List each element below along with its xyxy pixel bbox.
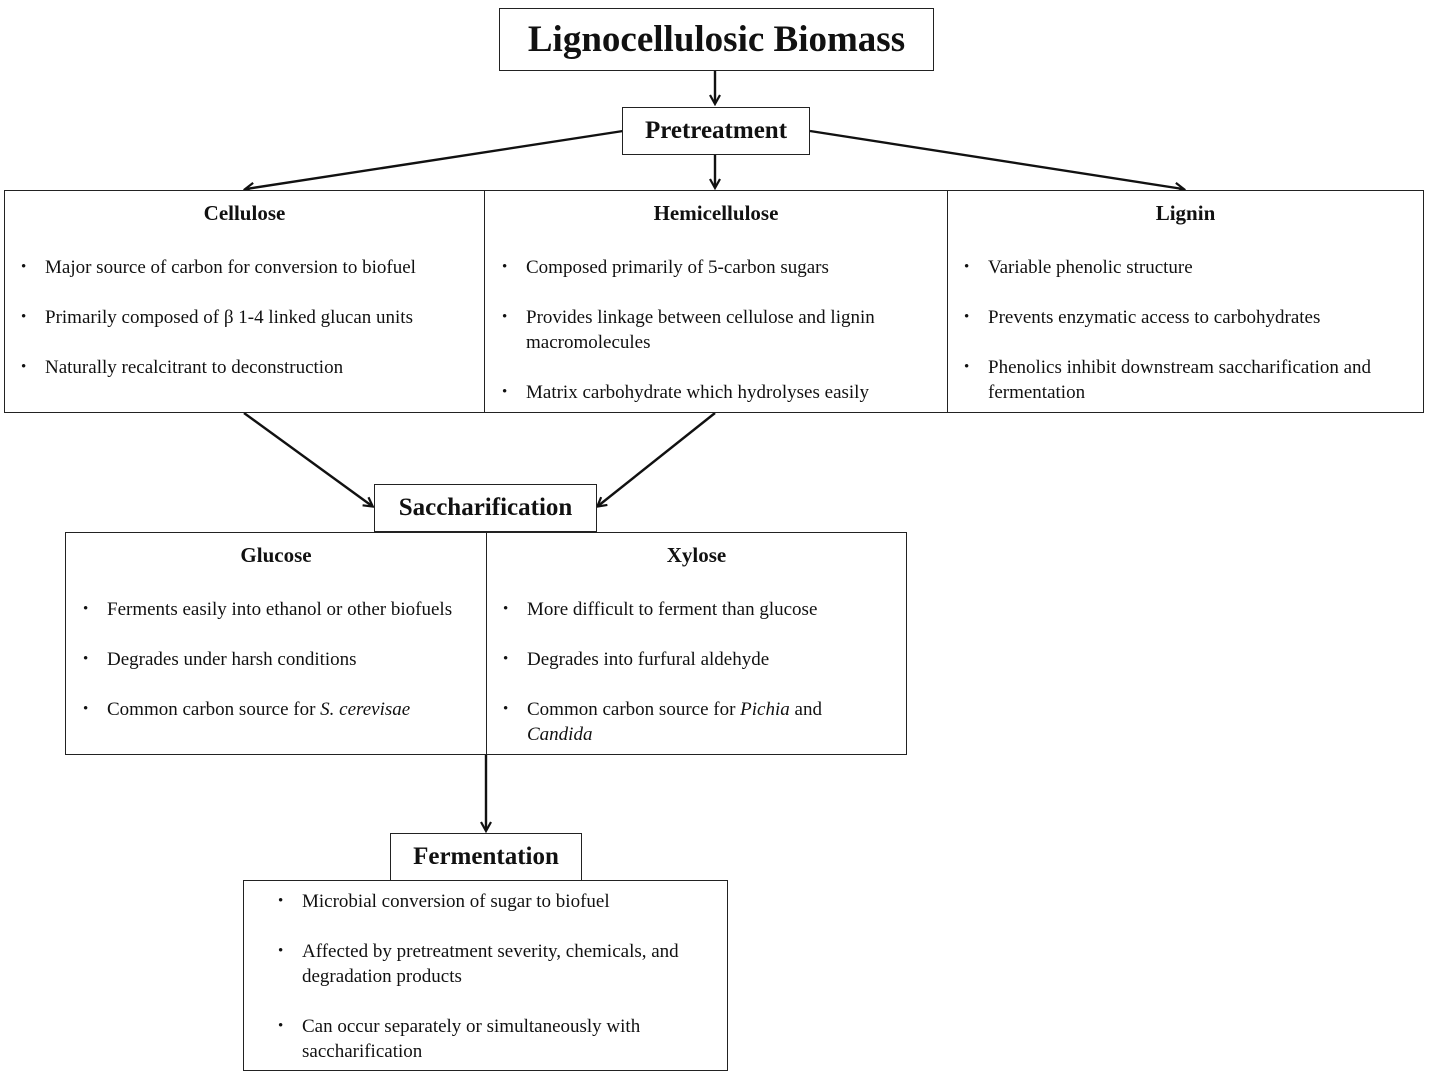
biomass-title: Lignocellulosic Biomass: [527, 19, 906, 60]
xylose-bullets: More difficult to ferment than glucose D…: [503, 597, 889, 772]
hemicellulose-heading: Hemicellulose: [653, 201, 779, 225]
bullet-item: Microbial conversion of sugar to biofuel: [278, 889, 702, 914]
bullet-text: and: [789, 699, 822, 720]
saccharification-label: Saccharification: [398, 494, 573, 521]
fermentation-label: Fermentation: [413, 843, 559, 870]
biomass-box: Lignocellulosic Biomass: [499, 8, 934, 71]
saccharification-box: Saccharification: [374, 484, 597, 532]
bullet-item: Degrades under harsh conditions: [83, 647, 457, 672]
hemicellulose-panel: Hemicellulose Composed primarily of 5-ca…: [484, 190, 948, 413]
hemicellulose-bullets: Composed primarily of 5-carbon sugars Pr…: [502, 255, 931, 430]
lignin-panel: Lignin Variable phenolic structure Preve…: [947, 190, 1424, 413]
lignin-heading: Lignin: [1155, 201, 1216, 225]
bullet-item: Provides linkage between cellulose and l…: [502, 305, 931, 355]
bullet-item: Prevents enzymatic access to carbohydrat…: [964, 305, 1413, 330]
arrow-hemicellulose-to-saccharification: [598, 412, 716, 506]
glucose-bullets: Ferments easily into ethanol or other bi…: [83, 597, 457, 747]
pretreatment-box: Pretreatment: [622, 107, 810, 155]
bullet-item: Can occur separately or simultaneously w…: [278, 1014, 702, 1064]
fermentation-box: Fermentation: [390, 833, 582, 881]
bullet-item: Common carbon source for S. cerevisae: [83, 697, 457, 722]
glucose-panel: Glucose Ferments easily into ethanol or …: [65, 532, 487, 755]
glucose-heading: Glucose: [240, 543, 312, 567]
xylose-panel: Xylose More difficult to ferment than gl…: [486, 532, 907, 755]
bullet-item: Ferments easily into ethanol or other bi…: [83, 597, 457, 622]
arrow-pretreatment-to-cellulose: [246, 129, 624, 189]
bullet-item: Matrix carbohydrate which hydrolyses eas…: [502, 380, 931, 405]
fermentation-bullets: Microbial conversion of sugar to biofuel…: [278, 889, 702, 1089]
bullet-item: More difficult to ferment than glucose: [503, 597, 889, 622]
bullet-item: Major source of carbon for conversion to…: [21, 255, 475, 280]
bullet-item: Variable phenolic structure: [964, 255, 1413, 280]
bullet-text: Common carbon source for: [527, 699, 741, 720]
cellulose-heading: Cellulose: [203, 201, 286, 225]
cellulose-bullets: Major source of carbon for conversion to…: [21, 255, 475, 405]
fermentation-panel: Microbial conversion of sugar to biofuel…: [243, 880, 728, 1071]
bullet-item: Degrades into furfural aldehyde: [503, 647, 889, 672]
pretreatment-label: Pretreatment: [644, 117, 788, 144]
genus-name: Candida: [527, 724, 593, 745]
cellulose-panel: Cellulose Major source of carbon for con…: [4, 190, 485, 413]
bullet-item: Phenolics inhibit downstream saccharific…: [964, 355, 1413, 405]
species-name: S. cerevisae: [320, 699, 411, 720]
bullet-text: Common carbon source for: [107, 699, 321, 720]
bullet-item: Affected by pretreatment severity, chemi…: [278, 939, 702, 989]
bullet-item: Composed primarily of 5-carbon sugars: [502, 255, 931, 280]
bullet-item: Primarily composed of β 1-4 linked gluca…: [21, 305, 475, 330]
bullet-item: Common carbon source for Pichia and Cand…: [503, 697, 889, 747]
bullet-item: Naturally recalcitrant to deconstruction: [21, 355, 475, 380]
lignin-bullets: Variable phenolic structure Prevents enz…: [964, 255, 1413, 430]
xylose-heading: Xylose: [666, 543, 727, 567]
arrow-cellulose-to-saccharification: [243, 412, 372, 506]
arrow-pretreatment-to-lignin: [809, 129, 1183, 189]
genus-name: Pichia: [740, 699, 790, 720]
